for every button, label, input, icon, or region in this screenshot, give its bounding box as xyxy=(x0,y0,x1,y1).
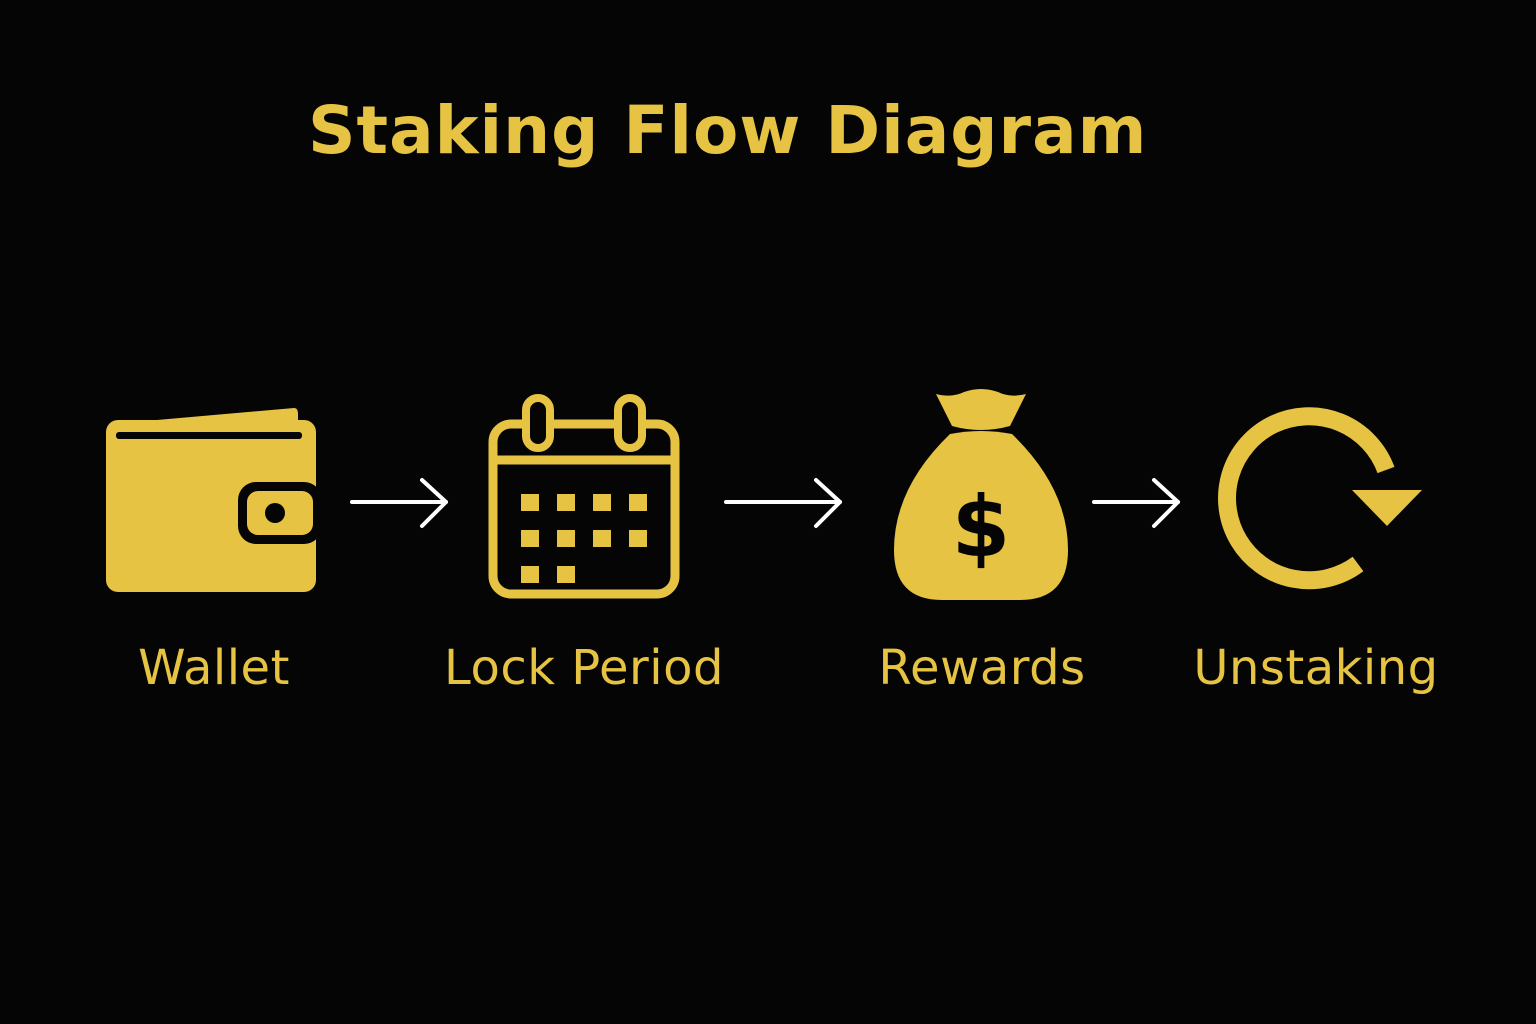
calendar-icon xyxy=(486,394,682,600)
step-label-lock-period: Lock Period xyxy=(444,640,724,696)
money-bag-icon: $ xyxy=(890,388,1072,602)
step-label-wallet: Wallet xyxy=(138,640,290,696)
arrow-right-icon xyxy=(350,476,454,536)
step-label-rewards: Rewards xyxy=(878,640,1086,696)
arrow-right-icon xyxy=(1090,476,1186,536)
wallet-icon xyxy=(104,406,324,594)
svg-text:$: $ xyxy=(952,478,1010,576)
arrow-right-icon xyxy=(722,476,846,536)
refresh-icon xyxy=(1212,400,1426,590)
step-label-unstaking: Unstaking xyxy=(1193,640,1439,696)
diagram-title: Staking Flow Diagram xyxy=(308,92,1148,169)
